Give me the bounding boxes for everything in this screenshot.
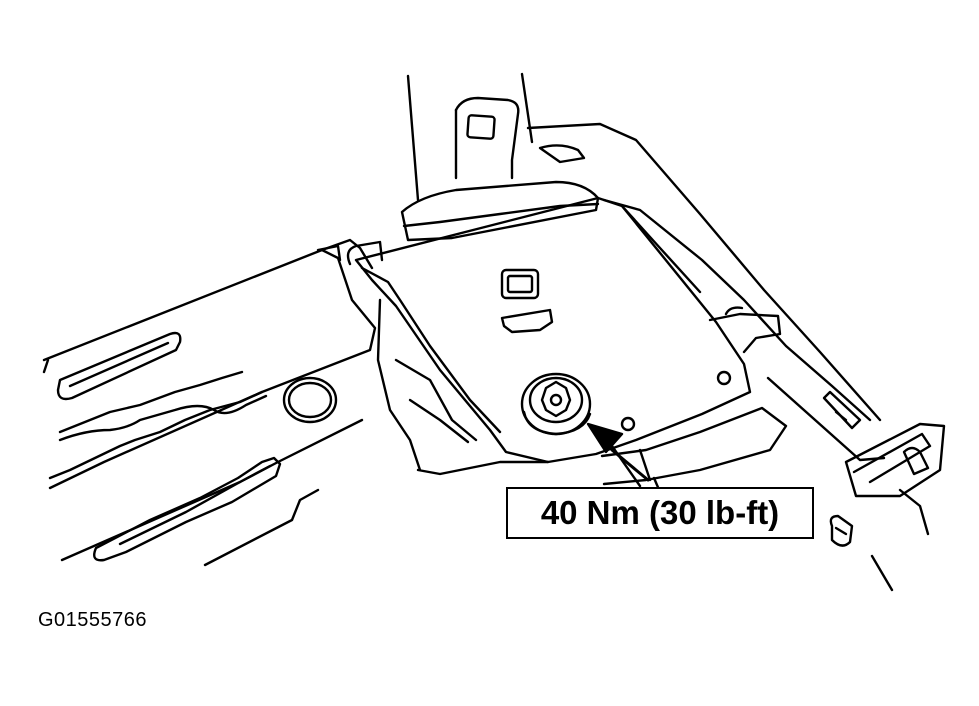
torx-bolt xyxy=(520,372,592,436)
rivet xyxy=(620,416,636,432)
latch-housing-plate xyxy=(346,196,788,494)
seat-track-rail xyxy=(42,238,377,490)
figure-reference-number: G01555766 xyxy=(38,609,148,631)
seat-frame-right xyxy=(526,122,886,462)
housing-slot xyxy=(500,268,540,300)
track-bolt-hole xyxy=(282,376,338,424)
latch-post xyxy=(400,72,600,242)
callout-arrow xyxy=(586,422,650,482)
buckle-bracket xyxy=(829,422,946,592)
torque-specification-label: 40 Nm (30 lb-ft) xyxy=(506,487,814,539)
rivet xyxy=(716,370,732,386)
lower-track xyxy=(60,376,364,567)
